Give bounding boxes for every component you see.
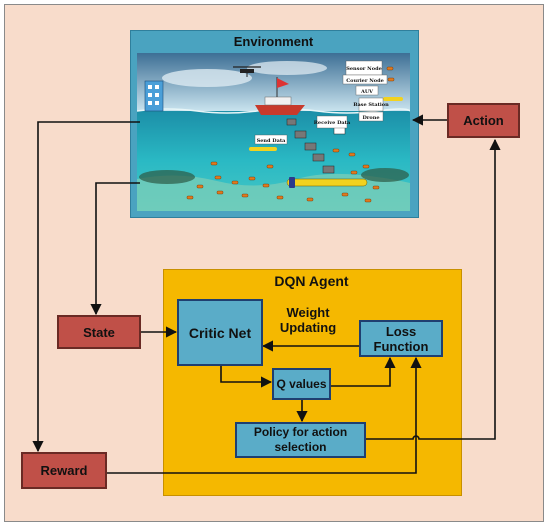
- action-box: Action: [447, 103, 520, 138]
- scene-label-courier-node: Courier Node: [346, 78, 384, 84]
- environment-scene: Sensor Node Courier Node AUV Base Statio…: [137, 53, 410, 211]
- scene-label-receive-data: Receive Data: [314, 120, 351, 126]
- policy-box: Policy for action selection: [235, 422, 366, 458]
- critic-net-box: Critic Net: [177, 299, 263, 366]
- scene-label-send-data: Send Data: [257, 138, 287, 144]
- base-station-building-icon: [144, 80, 164, 112]
- sensor-node-icons: [186, 66, 395, 203]
- scene-legend: Sensor Node Courier Node AUV Base Statio…: [254, 60, 389, 145]
- scene-label-auv: AUV: [360, 89, 373, 95]
- dqn-agent-title: DQN Agent: [274, 273, 349, 289]
- scene-label-base-station: Base Station: [353, 102, 389, 108]
- loss-function-box: Loss Function: [359, 320, 443, 357]
- drone-icon: [233, 66, 261, 77]
- state-box: State: [57, 315, 141, 349]
- relay-node-icons: [286, 118, 346, 174]
- scene-label-sensor-node: Sensor Node: [346, 66, 382, 72]
- reward-box: Reward: [21, 452, 107, 489]
- environment-title: Environment: [233, 34, 314, 49]
- auv-icon: [249, 97, 403, 188]
- boat-icon: [255, 77, 305, 115]
- q-values-box: Q values: [272, 368, 331, 400]
- weight-updating-label: Weight Updating: [279, 305, 337, 335]
- scene-label-drone: Drone: [362, 115, 379, 121]
